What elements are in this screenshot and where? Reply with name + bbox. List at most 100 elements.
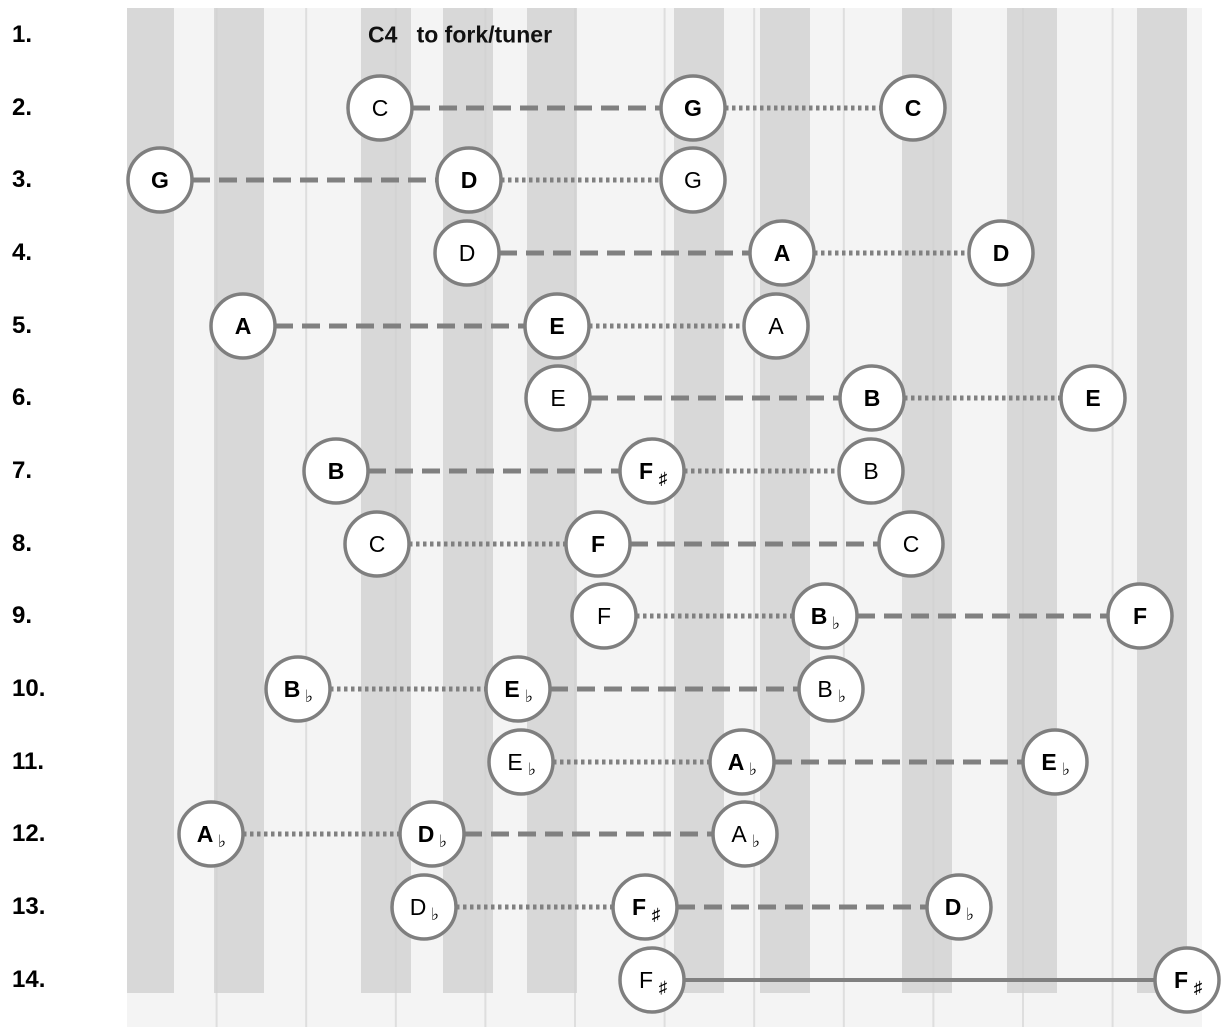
- note-label: F: [1174, 967, 1188, 993]
- row-number: 7.: [12, 457, 33, 484]
- note-circle-outline: [484, 655, 552, 723]
- note-circle-outline: [564, 510, 632, 578]
- note-circle-outline: [435, 146, 503, 214]
- note-circle-outline: [390, 873, 458, 941]
- note-label: C: [372, 95, 389, 121]
- note-circle: B: [302, 437, 370, 505]
- note-circle: C: [877, 510, 945, 578]
- note-circle: B♭: [264, 655, 332, 723]
- note-accidental: ♭: [431, 905, 439, 924]
- note-circle: F♯: [611, 873, 679, 941]
- note-label: B: [811, 603, 828, 629]
- note-circle-outline: [967, 219, 1035, 287]
- note-label: E: [1041, 749, 1056, 775]
- note-label: B: [328, 458, 345, 484]
- note-accidental: ♭: [218, 832, 226, 851]
- row-number: 12.: [12, 820, 46, 847]
- note-circle-outline: [302, 437, 370, 505]
- note-label: F: [591, 531, 605, 557]
- note-accidental: ♭: [439, 832, 447, 851]
- note-label: G: [684, 95, 702, 121]
- note-accidental: ♭: [838, 687, 846, 706]
- row-number: 2.: [12, 94, 33, 121]
- note-circle: F: [1106, 582, 1174, 650]
- note-circle: D: [435, 146, 503, 214]
- note-circle-outline: [433, 219, 501, 287]
- note-circle: B♭: [797, 655, 865, 723]
- row-number: 1.: [12, 21, 33, 48]
- note-circle: C: [346, 74, 414, 142]
- black-key: [1137, 8, 1187, 993]
- note-label: A: [768, 313, 784, 339]
- note-circle-outline: [618, 437, 686, 505]
- note-label: C: [903, 531, 920, 557]
- note-label: F: [632, 894, 646, 920]
- note-circle-outline: [523, 292, 591, 360]
- black-key: [527, 8, 577, 993]
- note-label: D: [410, 894, 427, 920]
- note-accidental: ♭: [832, 614, 840, 633]
- note-circle: F♯: [1153, 946, 1221, 1014]
- note-circle: D: [967, 219, 1035, 287]
- note-label: F: [597, 603, 611, 629]
- note-accidental: ♯: [659, 469, 668, 488]
- note-circle-outline: [524, 364, 592, 432]
- note-label: A: [731, 821, 747, 847]
- row-number: 5.: [12, 312, 33, 339]
- note-circle-outline: [925, 873, 993, 941]
- note-label: G: [151, 167, 169, 193]
- note-label: D: [945, 894, 962, 920]
- note-label: E: [550, 385, 565, 411]
- note-label: F: [639, 458, 653, 484]
- note-circle-outline: [618, 946, 686, 1014]
- note-circle: A: [209, 292, 277, 360]
- note-circle: G: [126, 146, 194, 214]
- note-accidental: ♯: [659, 978, 668, 997]
- note-circle: A♭: [708, 728, 776, 796]
- note-accidental: ♭: [528, 760, 536, 779]
- note-label: A: [774, 240, 791, 266]
- note-label: B: [817, 676, 832, 702]
- note-label: D: [993, 240, 1010, 266]
- note-circle-outline: [711, 800, 779, 868]
- note-circle: A: [742, 292, 810, 360]
- note-circle-outline: [791, 582, 859, 650]
- header-note: C4: [368, 21, 398, 48]
- note-circle-outline: [611, 873, 679, 941]
- note-circle-outline: [742, 292, 810, 360]
- note-circle: E♭: [1021, 728, 1089, 796]
- row-number: 3.: [12, 166, 33, 193]
- note-circle: B: [838, 364, 906, 432]
- note-label: D: [459, 240, 476, 266]
- row-number: 11.: [12, 748, 45, 775]
- note-label: E: [549, 313, 564, 339]
- note-circle: F♯: [618, 437, 686, 505]
- note-label: A: [197, 821, 214, 847]
- note-label: B: [863, 458, 878, 484]
- note-label: E: [504, 676, 519, 702]
- row-number: 10.: [12, 675, 46, 702]
- step-1-header: C4 to fork/tuner: [368, 22, 552, 49]
- note-circle: D♭: [398, 800, 466, 868]
- note-circle: F: [564, 510, 632, 578]
- note-circle-outline: [797, 655, 865, 723]
- note-accidental: ♯: [1194, 978, 1203, 997]
- note-circle-outline: [346, 74, 414, 142]
- note-accidental: ♭: [305, 687, 313, 706]
- note-circle-outline: [177, 800, 245, 868]
- note-circle: A: [748, 219, 816, 287]
- note-label: D: [418, 821, 435, 847]
- note-label: C: [905, 95, 922, 121]
- note-circle-outline: [209, 292, 277, 360]
- note-circle: F: [570, 582, 638, 650]
- note-circle-outline: [659, 74, 727, 142]
- note-label: G: [684, 167, 702, 193]
- note-circle-outline: [1021, 728, 1089, 796]
- note-circle: D♭: [925, 873, 993, 941]
- note-label: B: [864, 385, 881, 411]
- note-circle-outline: [264, 655, 332, 723]
- note-accidental: ♭: [1062, 760, 1070, 779]
- note-circle-outline: [879, 74, 947, 142]
